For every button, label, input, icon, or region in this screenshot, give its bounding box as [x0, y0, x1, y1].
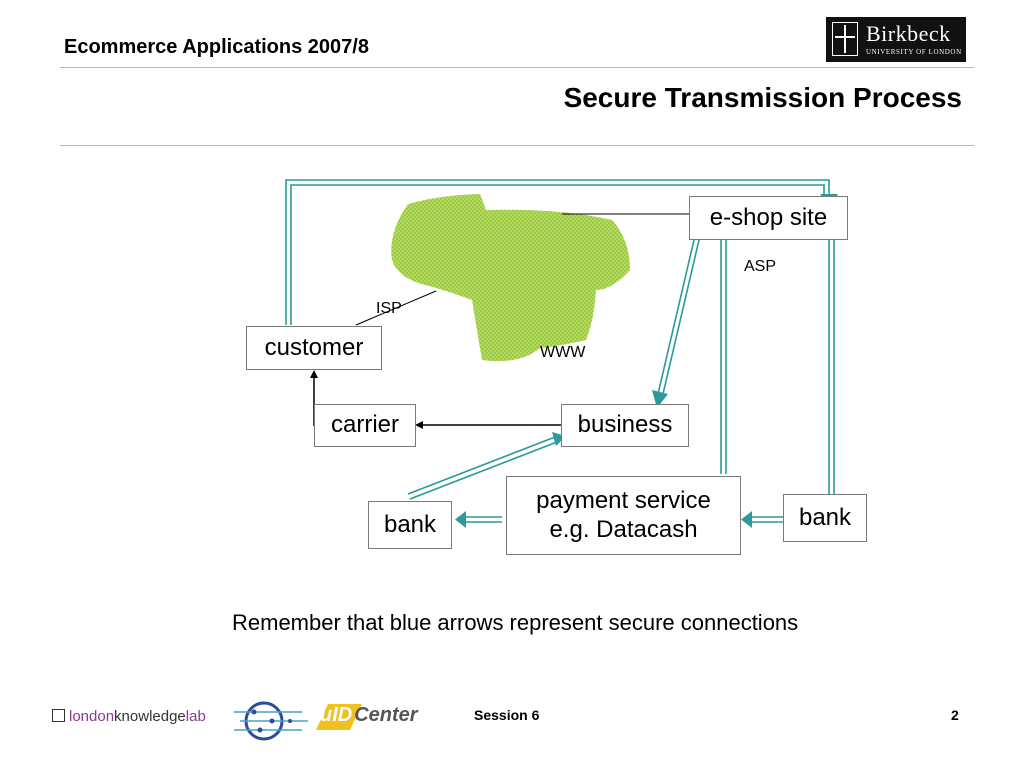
network-logo-icon: [234, 701, 308, 741]
session-label: Session 6: [474, 707, 540, 723]
bank-business-secure-a: [407, 436, 556, 495]
logo-london: london: [69, 708, 115, 725]
customer-node: customer: [246, 326, 382, 370]
course-title: Ecommerce Applications 2007/8: [64, 36, 369, 58]
isp-label: ISP: [376, 300, 402, 317]
payment-service-node: payment service e.g. Datacash: [506, 476, 741, 555]
arrowhead-business: [652, 390, 668, 408]
www-cloud: [391, 194, 630, 362]
customer-eshop-secure-b: [290, 184, 825, 325]
crest-icon: [832, 22, 858, 56]
payment-service-label: payment service: [536, 486, 711, 514]
page-number: 2: [951, 707, 959, 723]
customer-eshop-secure-a: [285, 179, 830, 325]
payment-example-label: e.g. Datacash: [549, 515, 698, 543]
uid-logo-shape: [316, 704, 362, 730]
arrowhead-payment: [741, 511, 752, 528]
london-knowledge-lab-logo: londonknowledgelab: [52, 708, 206, 725]
slide-title: Secure Transmission Process: [563, 82, 962, 113]
bank-right-node: bank: [783, 494, 867, 542]
asp-label: ASP: [744, 258, 777, 275]
eshop-site-node: e-shop site: [689, 196, 848, 240]
isp-link: [355, 290, 437, 326]
logo-subtitle: UNIVERSITY OF LONDON: [866, 48, 962, 56]
bank-business-secure-b: [409, 441, 558, 500]
secure-connection-note: Remember that blue arrows represent secu…: [232, 610, 799, 635]
logo-name: Birkbeck: [866, 21, 951, 46]
bank-left-node: bank: [368, 501, 452, 549]
www-label: WWW: [540, 344, 586, 361]
birkbeck-logo: Birkbeck UNIVERSITY OF LONDON: [826, 17, 966, 62]
eshop-business-secure-b: [662, 239, 700, 395]
logo-knowledge: knowledge: [114, 708, 186, 725]
arrowhead-bank-left: [455, 511, 466, 528]
eshop-business-secure-a: [657, 239, 695, 395]
header-divider: [60, 67, 974, 68]
business-node: business: [561, 404, 689, 447]
logo-lab: lab: [185, 708, 206, 725]
title-divider: [60, 145, 974, 146]
square-icon: [52, 709, 65, 722]
carrier-node: carrier: [314, 404, 416, 447]
